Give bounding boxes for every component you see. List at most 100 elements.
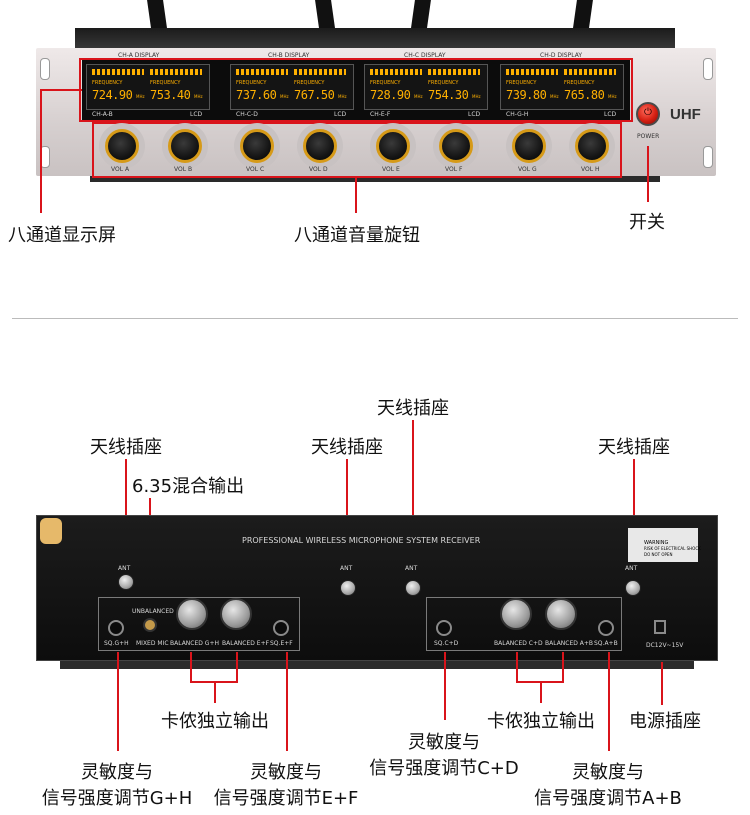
leader-line — [40, 89, 42, 213]
balanced-label: BALANCED G+H — [170, 640, 219, 647]
frequency-d: 767.50 — [294, 88, 335, 102]
brand-logo: UHF — [670, 106, 701, 123]
leader-line — [355, 178, 357, 213]
section-divider — [12, 318, 738, 319]
knob-highlight — [92, 122, 622, 178]
leader-line — [346, 459, 348, 566]
output-panel-right — [426, 597, 622, 651]
frequency-h: 765.80 — [564, 88, 605, 102]
caption-sq-ef-line1: 灵敏度与 — [250, 762, 322, 783]
xlr-output-ab[interactable] — [545, 598, 577, 630]
frequency-g: 739.80 — [506, 88, 547, 102]
display-label: LCD — [604, 111, 617, 118]
antenna-socket-4[interactable] — [625, 580, 641, 596]
sq-label: SQ.A+B — [594, 640, 618, 647]
sq-trim-ab[interactable] — [598, 620, 614, 636]
leader-line — [647, 146, 649, 202]
xlr-output-gh[interactable] — [176, 598, 208, 630]
sq-trim-ef[interactable] — [273, 620, 289, 636]
signal-bars-icon — [92, 69, 144, 75]
dc-label: DC12V~15V — [646, 642, 684, 649]
signal-bars-icon — [150, 69, 202, 75]
leader-line — [190, 652, 192, 682]
caption-ant-left: 天线插座 — [90, 437, 162, 458]
lcd-unit: MHz — [608, 94, 617, 99]
caption-sq-ab-line1: 灵敏度与 — [572, 762, 644, 783]
knob-label: VOL E — [382, 166, 400, 173]
rack-slot — [703, 146, 713, 168]
volume-knob-b[interactable] — [168, 129, 202, 163]
display-title-a: CH-A DISPLAY — [118, 52, 160, 59]
ant-label: ANT — [340, 565, 353, 572]
volume-knob-d[interactable] — [303, 129, 337, 163]
volume-knob-g[interactable] — [512, 129, 546, 163]
power-label: POWER — [637, 133, 660, 140]
knob-label: VOL H — [581, 166, 600, 173]
signal-bars-icon — [428, 69, 480, 75]
unbalanced-label: UNBALANCED — [132, 608, 174, 615]
mixed-mic-jack[interactable] — [143, 618, 157, 632]
lcd-header: FREQUENCY — [294, 80, 325, 86]
caption-sq-cd-line1: 灵敏度与 — [408, 732, 480, 753]
rack-slot — [703, 58, 713, 80]
lcd-header: FREQUENCY — [506, 80, 537, 86]
lcd-unit: MHz — [136, 94, 145, 99]
leader-line — [444, 652, 446, 720]
frequency-e: 728.90 — [370, 88, 411, 102]
caption-power: 开关 — [629, 212, 665, 233]
display-label: LCD — [468, 111, 481, 118]
power-icon: ⏻ — [644, 107, 652, 118]
rear-chassis-bottom — [60, 661, 694, 669]
antenna-socket-1[interactable] — [118, 574, 134, 590]
leader-line — [562, 652, 564, 682]
signal-bars-icon — [294, 69, 346, 75]
leader-line — [661, 662, 663, 705]
volume-knob-f[interactable] — [439, 129, 473, 163]
volume-knob-e[interactable] — [376, 129, 410, 163]
xlr-output-ef[interactable] — [220, 598, 252, 630]
receiver-top — [75, 28, 675, 50]
display-label: CH-E-F — [370, 111, 391, 118]
lcd-unit: MHz — [280, 94, 289, 99]
volume-knob-h[interactable] — [575, 129, 609, 163]
ant-label: ANT — [118, 565, 131, 572]
leader-line — [516, 652, 518, 682]
display-highlight — [79, 58, 633, 122]
antenna-socket-2[interactable] — [340, 580, 356, 596]
lcd-header: FREQUENCY — [236, 80, 267, 86]
volume-knob-a[interactable] — [105, 129, 139, 163]
power-button[interactable]: ⏻ — [636, 102, 660, 126]
sq-trim-cd[interactable] — [436, 620, 452, 636]
antenna-socket-3[interactable] — [405, 580, 421, 596]
caption-xlr-right: 卡侬独立输出 — [487, 711, 595, 732]
dc-power-jack[interactable] — [654, 620, 666, 634]
sq-label: SQ.C+D — [434, 640, 459, 647]
leader-line — [214, 681, 216, 703]
volume-knob-c[interactable] — [240, 129, 274, 163]
rear-title: PROFESSIONAL WIRELESS MICROPHONE SYSTEM … — [242, 536, 481, 545]
mixed-mic-label: MIXED MIC — [136, 640, 169, 647]
lcd-header: FREQUENCY — [428, 80, 459, 86]
display-title-c: CH-C DISPLAY — [404, 52, 446, 59]
sq-trim-gh[interactable] — [108, 620, 124, 636]
knob-label: VOL C — [246, 166, 265, 173]
display-label: CH-A-B — [92, 111, 113, 118]
balanced-label: BALANCED A+B — [545, 640, 594, 647]
signal-bars-icon — [236, 69, 288, 75]
warning-title: WARNING — [644, 540, 669, 546]
display-label: LCD — [334, 111, 347, 118]
lcd-header: FREQUENCY — [564, 80, 595, 86]
display-label: CH-C-D — [236, 111, 258, 118]
display-title-d: CH-D DISPLAY — [540, 52, 582, 59]
lcd-unit: MHz — [414, 94, 423, 99]
knob-label: VOL A — [111, 166, 130, 173]
knob-label: VOL B — [174, 166, 193, 173]
caption-ant-right: 天线插座 — [598, 437, 670, 458]
lcd-unit: MHz — [472, 94, 481, 99]
rear-chassis — [36, 515, 718, 661]
xlr-output-cd[interactable] — [500, 598, 532, 630]
display-label: LCD — [190, 111, 203, 118]
sq-label: SQ.E+F — [270, 640, 293, 647]
receiver-bottom — [90, 176, 660, 182]
leader-line — [633, 459, 635, 566]
